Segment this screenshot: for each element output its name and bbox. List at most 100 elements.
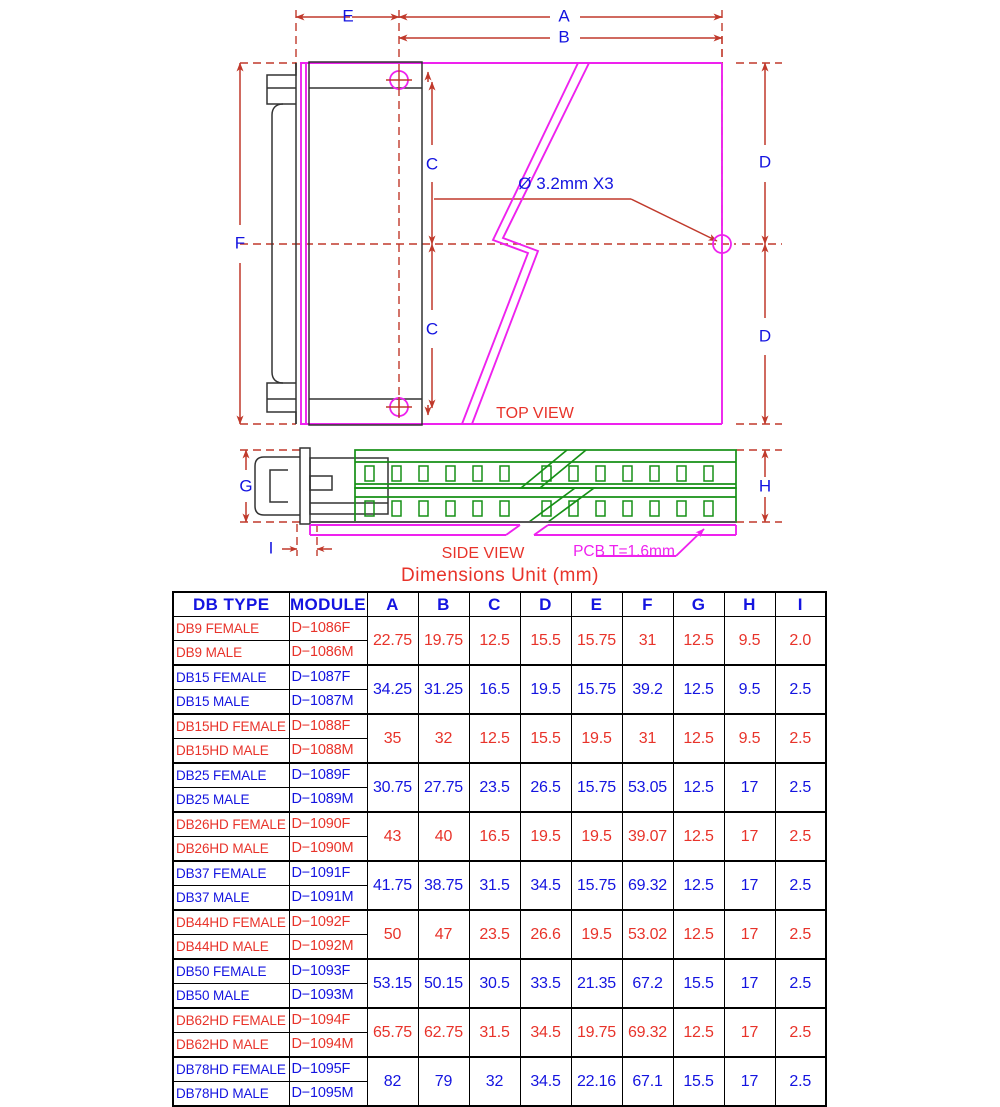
dimension-value-A: 41.75 [366,860,419,911]
dimension-value-I: 2.5 [774,811,827,862]
module-male: D−1094M [288,1032,368,1058]
db-type-male: DB25 MALE [172,787,290,813]
dim-label-E: E [342,6,353,25]
module-female: D−1087F [288,664,368,690]
module-male: D−1088M [288,738,368,764]
dimension-value-E: 19.5 [570,811,623,862]
dimension-value-D: 26.5 [519,762,572,813]
dimension-value-H: 9.5 [723,664,776,715]
dimension-value-E: 15.75 [570,860,623,911]
dimension-value-G: 12.5 [672,909,725,960]
dimension-value-H: 17 [723,762,776,813]
dimension-value-G: 12.5 [672,1007,725,1058]
column-header-db-type: DB TYPE [172,591,290,617]
dimension-value-F: 69.32 [621,860,674,911]
dimension-value-I: 2.5 [774,860,827,911]
dimension-value-F: 69.32 [621,1007,674,1058]
dimension-value-D: 33.5 [519,958,572,1009]
dimension-value-H: 17 [723,860,776,911]
dim-label-I: I [269,538,274,557]
dimension-value-I: 2.5 [774,1056,827,1107]
side-view-label: SIDE VIEW [442,545,526,562]
dimension-value-E: 19.5 [570,713,623,764]
pcb-thickness-label: PCB T=1.6mm [573,543,675,560]
db-type-female: DB37 FEMALE [172,860,290,886]
dimension-value-H: 9.5 [723,616,776,666]
dimension-value-F: 31 [621,616,674,666]
db-type-male: DB15HD MALE [172,738,290,764]
dimension-value-E: 19.5 [570,909,623,960]
dimension-value-B: 40 [417,811,470,862]
db-type-male: DB62HD MALE [172,1032,290,1058]
db-type-male: DB26HD MALE [172,836,290,862]
dimension-value-F: 31 [621,713,674,764]
dimension-value-C: 31.5 [468,860,521,911]
dimension-value-C: 23.5 [468,909,521,960]
dimension-value-G: 15.5 [672,958,725,1009]
module-female: D−1086F [288,616,368,641]
dimension-value-A: 34.25 [366,664,419,715]
module-female: D−1092F [288,909,368,935]
dimension-value-H: 17 [723,1007,776,1058]
dimension-value-A: 35 [366,713,419,764]
dimension-value-G: 12.5 [672,713,725,764]
module-male: D−1087M [288,689,368,715]
module-female: D−1090F [288,811,368,837]
db-type-male: DB15 MALE [172,689,290,715]
db-type-female: DB50 FEMALE [172,958,290,984]
db-type-female: DB78HD FEMALE [172,1056,290,1082]
dimension-value-F: 67.2 [621,958,674,1009]
dimension-value-C: 31.5 [468,1007,521,1058]
dimension-value-G: 12.5 [672,762,725,813]
dimension-value-C: 32 [468,1056,521,1107]
column-header-c: C [468,591,521,617]
dimension-value-D: 15.5 [519,713,572,764]
dimension-value-H: 17 [723,811,776,862]
module-male: D−1092M [288,934,368,960]
db-type-female: DB26HD FEMALE [172,811,290,837]
dimension-value-G: 12.5 [672,811,725,862]
dimension-value-H: 9.5 [723,713,776,764]
dimension-value-B: 32 [417,713,470,764]
technical-drawing: E A B C C D D F G H I Ø 3.2mm X3 TOP VIE… [235,6,782,562]
db-type-male: DB9 MALE [172,640,290,666]
db-type-male: DB37 MALE [172,885,290,911]
table-title: Dimensions Unit (mm) [401,565,599,586]
dimension-value-B: 19.75 [417,616,470,666]
dimension-value-A: 22.75 [366,616,419,666]
dimension-value-E: 19.75 [570,1007,623,1058]
module-female: D−1088F [288,713,368,739]
module-female: D−1094F [288,1007,368,1033]
dim-label-G: G [239,476,252,495]
dimension-value-A: 43 [366,811,419,862]
dimension-value-B: 38.75 [417,860,470,911]
dimension-value-C: 16.5 [468,664,521,715]
dim-label-C-lower: C [426,319,438,338]
dimension-value-E: 15.75 [570,762,623,813]
dim-label-F: F [235,233,245,252]
module-female: D−1093F [288,958,368,984]
module-female: D−1095F [288,1056,368,1082]
dimension-value-B: 62.75 [417,1007,470,1058]
dimension-value-D: 19.5 [519,811,572,862]
module-male: D−1093M [288,983,368,1009]
dimension-value-B: 50.15 [417,958,470,1009]
dimension-value-E: 21.35 [570,958,623,1009]
dimension-value-A: 53.15 [366,958,419,1009]
column-header-f: F [621,591,674,617]
module-male: D−1090M [288,836,368,862]
dim-label-D-upper: D [759,152,771,171]
dimension-value-I: 2.5 [774,1007,827,1058]
module-male: D−1095M [288,1081,368,1107]
dimension-value-F: 39.07 [621,811,674,862]
